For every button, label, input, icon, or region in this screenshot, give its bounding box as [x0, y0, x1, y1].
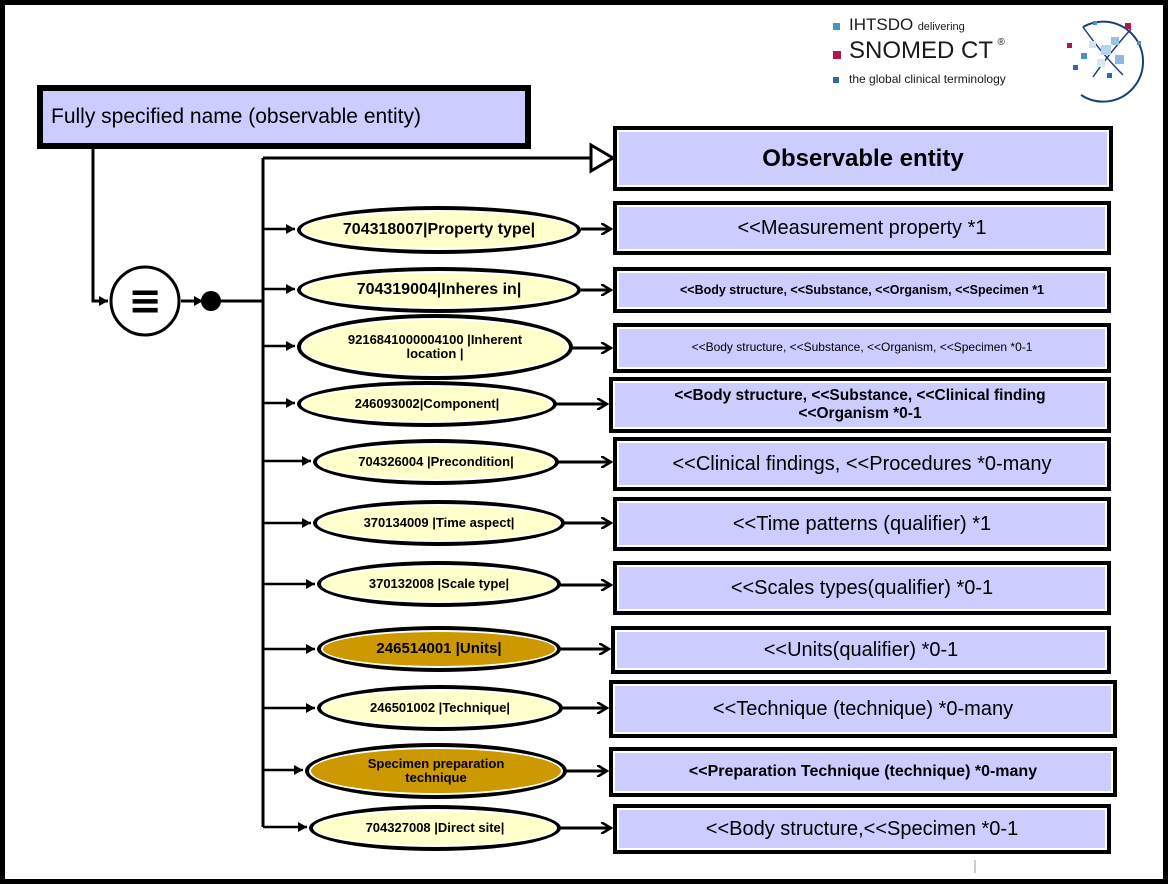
snomed-logo: IHTSDO delivering SNOMED CT ® the global…	[825, 13, 1155, 103]
value-label-5: <<Clinical findings, <<Procedures *0-man…	[616, 440, 1108, 488]
value-label-6: <<Time patterns (qualifier) *1	[616, 500, 1108, 548]
value-box-6: <<Time patterns (qualifier) *1	[613, 497, 1111, 551]
value-box-5: <<Clinical findings, <<Procedures *0-man…	[613, 437, 1111, 491]
attribute-label-5: 704326004 |Precondition|	[317, 443, 555, 481]
attribute-label-9: 246501002 |Technique|	[321, 689, 559, 727]
logo-bullet-blue-small-icon	[833, 77, 839, 83]
logo-tagline: the global clinical terminology	[849, 72, 1006, 86]
attribute-label-2: 704319004|Inheres in|	[301, 271, 577, 309]
equivalence-circle	[109, 265, 181, 337]
value-label-9: <<Technique (technique) *0-many	[612, 683, 1114, 735]
value-label-2: <<Body structure, <<Substance, <<Organis…	[616, 270, 1108, 310]
value-label-10: <<Preparation Technique (technique) *0-m…	[612, 750, 1114, 794]
value-box-11: <<Body structure,<<Specimen *0-1	[613, 804, 1111, 854]
attribute-label-11: 704327008 |Direct site|	[313, 809, 557, 847]
attribute-label-4: 246093002|Component|	[301, 385, 553, 423]
value-box-3: <<Body structure, <<Substance, <<Organis…	[613, 323, 1111, 373]
attribute-oval-7: 370132008 |Scale type|	[317, 561, 561, 607]
logo-bullet-red-icon	[833, 51, 841, 59]
parent-concept-label: Observable entity	[616, 129, 1110, 188]
value-label-11: <<Body structure,<<Specimen *0-1	[616, 807, 1108, 851]
value-label-1: <<Measurement property *1	[616, 204, 1108, 252]
logo-snomed: SNOMED CT	[849, 37, 993, 64]
attribute-label-7: 370132008 |Scale type|	[321, 565, 557, 603]
attribute-label-1: 704318007|Property type|	[301, 210, 577, 250]
connector-lines	[91, 137, 976, 873]
parent-concept-box: Observable entity	[613, 126, 1113, 191]
attribute-label-6: 370134009 |Time aspect|	[317, 504, 561, 542]
fsn-connector	[91, 137, 108, 306]
value-box-9: <<Technique (technique) *0-many	[609, 680, 1117, 738]
value-box-8: <<Units(qualifier) *0-1	[611, 626, 1111, 674]
logo-registered-mark: ®	[997, 37, 1005, 48]
value-label-3: <<Body structure, <<Substance, <<Organis…	[616, 326, 1108, 370]
logo-ihtsdo: IHTSDO	[849, 15, 914, 34]
snomed-globe-icon	[1067, 20, 1145, 103]
attribute-oval-4: 246093002|Component|	[297, 381, 557, 427]
attribute-oval-11: 704327008 |Direct site|	[309, 805, 561, 851]
value-box-1: <<Measurement property *1	[613, 201, 1111, 255]
equivalence-symbol: ≡	[128, 278, 162, 324]
logo-delivering: delivering	[917, 21, 965, 33]
attribute-label-8: 246514001 |Units|	[321, 630, 557, 668]
attribute-oval-1: 704318007|Property type|	[297, 206, 581, 254]
value-label-8: <<Units(qualifier) *0-1	[614, 629, 1108, 671]
attribute-oval-10: Specimen preparation technique	[305, 743, 567, 799]
attribute-label-3: 9216841000004100 |Inherent location |	[301, 318, 569, 376]
attribute-oval-5: 704326004 |Precondition|	[313, 439, 559, 485]
fsn-box: Fully specified name (observable entity)	[37, 85, 531, 149]
isa-arrowhead	[589, 142, 616, 174]
value-box-10: <<Preparation Technique (technique) *0-m…	[609, 747, 1117, 797]
value-box-7: <<Scales types(qualifier) *0-1	[613, 561, 1111, 615]
value-label-7: <<Scales types(qualifier) *0-1	[616, 564, 1108, 612]
attribute-oval-2: 704319004|Inheres in|	[297, 267, 581, 313]
attribute-oval-3: 9216841000004100 |Inherent location |	[297, 314, 573, 380]
attribute-label-10: Specimen preparation technique	[309, 747, 563, 795]
value-box-2: <<Body structure, <<Substance, <<Organis…	[613, 267, 1111, 313]
attribute-oval-8: 246514001 |Units|	[317, 626, 561, 672]
logo-bullet-blue-icon	[833, 23, 840, 30]
attribute-oval-6: 370134009 |Time aspect|	[313, 500, 565, 546]
value-box-4: <<Body structure, <<Substance, <<Clinica…	[609, 377, 1111, 433]
fsn-label: Fully specified name (observable entity)	[42, 90, 526, 144]
attribute-oval-9: 246501002 |Technique|	[317, 685, 563, 731]
defining-dot	[201, 291, 221, 311]
value-label-4: <<Body structure, <<Substance, <<Clinica…	[612, 380, 1108, 430]
diagram-canvas: ≡ Fully specified name (observable entit…	[5, 5, 1163, 879]
